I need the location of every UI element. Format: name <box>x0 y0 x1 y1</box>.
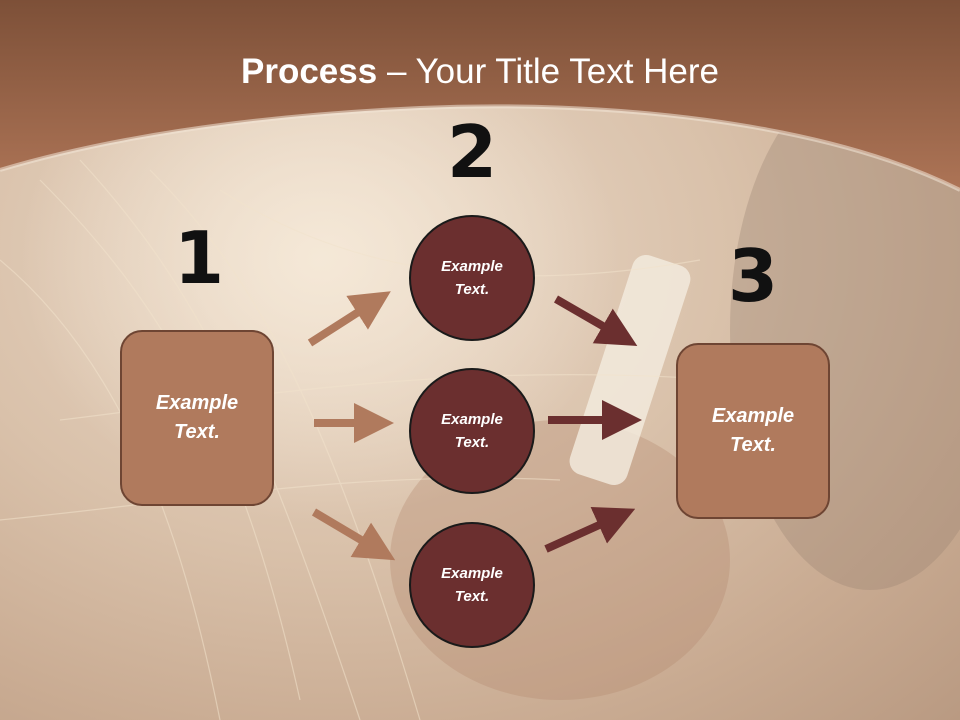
step-1-label: Example Text. <box>155 392 239 443</box>
step-2-circle-bottom: Example Text. <box>409 522 535 648</box>
circle-middle-label: Example Text. <box>441 411 503 451</box>
step-3-label: Example Text. <box>711 405 795 456</box>
step-3-box: Example Text. <box>676 343 830 519</box>
step-2-circle-middle: Example Text. <box>409 368 535 494</box>
step-number-1: 1 <box>173 216 225 300</box>
step-number-3: 3 <box>727 234 779 318</box>
arrow-top-to-3 <box>553 295 638 347</box>
arrow-bottom-to-3 <box>544 506 636 553</box>
title-rest: – Your Title Text Here <box>377 52 719 91</box>
step-number-2: 2 <box>446 110 498 194</box>
title-bold: Process <box>241 52 378 91</box>
step-2-circle-top: Example Text. <box>409 215 535 341</box>
circle-top-label: Example Text. <box>441 258 503 298</box>
step-1-box: Example Text. <box>120 330 274 506</box>
arrow-1-to-top <box>307 291 391 347</box>
circle-bottom-label: Example Text. <box>441 565 503 605</box>
slide-title: Process – Your Title Text Here <box>0 52 960 92</box>
arrow-1-to-bottom <box>311 508 396 561</box>
